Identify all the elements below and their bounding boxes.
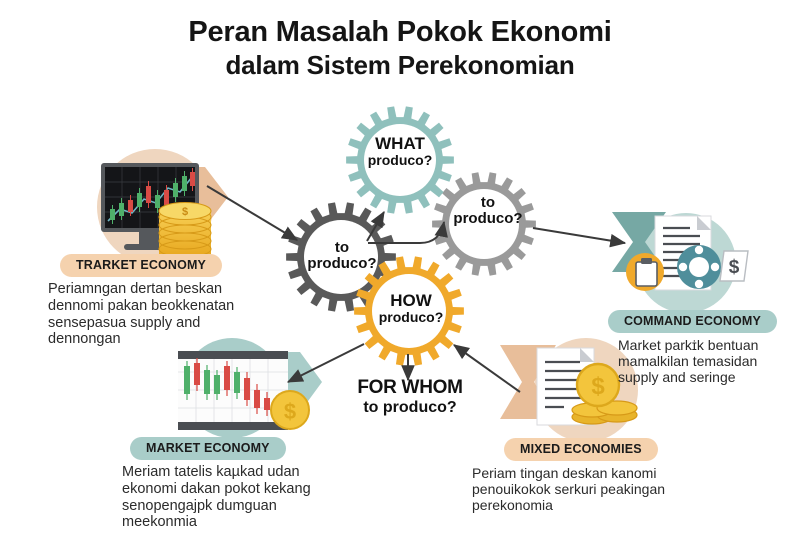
badge-command-economy: COMMAND ECONOMY [608, 310, 777, 333]
text-command-economy: Market parkɪ̇k bentuan mamalkilan temasi… [618, 337, 759, 386]
arrow-mixed-to-how [453, 344, 521, 393]
illustration-mixed: $ [500, 338, 638, 442]
illustration-trarket: $ [97, 149, 228, 265]
gear-what-hub [364, 124, 436, 196]
gear-cluster [286, 106, 536, 366]
svg-text:$: $ [284, 399, 296, 424]
arrow-how-to-market [286, 343, 365, 383]
gear-how-hub [372, 274, 446, 348]
arrow-gear-to-right [368, 220, 448, 244]
text-market-economy: Meriam tatelis kaµkad udan ekonomi dakan… [122, 464, 311, 531]
badge-market-economy: MARKET ECONOMY [130, 437, 286, 460]
illustration-command: $ [612, 212, 749, 313]
panel-market-economy: MARKET ECONOMY Meriam tatelis kaµkad uda… [120, 437, 355, 531]
illustration-market: $ [178, 338, 322, 438]
settings-gear-icon [677, 245, 721, 289]
for-whom-sub: to produco? [363, 398, 457, 416]
dollar-note-icon: $ [719, 250, 749, 282]
badge-trarket-economy: TRARKET ECONOMY [60, 254, 223, 277]
for-whom-callout: FOR WHOM to produco? [330, 377, 490, 416]
for-whom-title: FOR WHOM [357, 377, 463, 398]
arrow-layer [206, 185, 627, 393]
svg-text:$: $ [591, 373, 605, 400]
panel-mixed-economies: MIXED ECONOMIES Periam tingan deskan kan… [466, 438, 691, 514]
title-line-2: dalam Sistem Perekonomian [225, 49, 575, 80]
page-title: Peran Masalah Pokok Ekonomi dalam Sistem… [0, 16, 800, 80]
svg-text:$: $ [182, 206, 188, 218]
gear-right-hub [449, 189, 519, 259]
arrow-right-to-command [532, 227, 627, 248]
badge-mixed-economies: MIXED ECONOMIES [504, 438, 658, 461]
dollar-coin-icon: $ [270, 390, 310, 430]
panel-trarket-economy: TRARKET ECONOMY Periamngan dertan beskan… [42, 254, 272, 348]
panel-command-economy: COMMAND ECONOMY Market parkɪ̇k bentuan m… [604, 310, 800, 386]
clipboard-icon [626, 253, 664, 291]
arrow-trarket-to-gear [206, 185, 299, 241]
svg-text:$: $ [729, 257, 740, 278]
coins-icon: $ [571, 362, 638, 425]
arrow-gear-to-what [366, 210, 385, 242]
gear-left-hub [304, 220, 378, 294]
text-trarket-economy: Periamngan dertan beskan dennomi pakan b… [48, 281, 235, 348]
title-line-1: Peran Masalah Pokok Ekonomi [188, 16, 612, 48]
text-mixed-economies: Periam tingan deskan kanomi penouikokok … [472, 465, 666, 514]
